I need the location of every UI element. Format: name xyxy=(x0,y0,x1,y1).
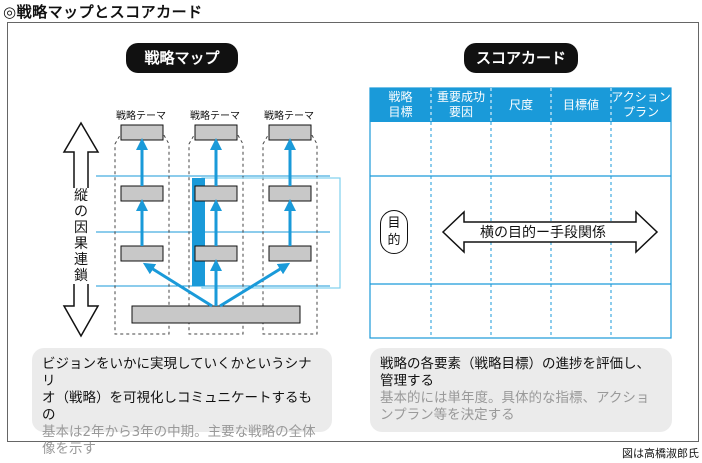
strategy-map-note-line-1: ビジョンをいかに実現していくかというシナリ xyxy=(42,356,312,389)
image-credit: 図は高橋淑郎氏 xyxy=(622,447,699,460)
strategy-theme-label-3: 戦略テーマ xyxy=(264,111,314,122)
scorecard-heading: スコアカード xyxy=(464,43,578,73)
scorecard-note-line-3: 基本的には単年度。具体的な指標、アクショ xyxy=(380,390,650,406)
objective-circle: 目 的 xyxy=(380,210,408,254)
causal-chain-label: 縦の因果連鎖 xyxy=(71,188,91,284)
scorecard-note-line-2: 管理する xyxy=(380,373,434,389)
scorecard-col-strategic-objective: 戦略目標 xyxy=(388,90,413,119)
scorecard-col-target: 目標値 xyxy=(562,97,599,112)
page-title: ◎戦略マップとスコアカード xyxy=(3,3,203,21)
means-ends-double-arrow xyxy=(441,210,659,254)
strategy-theme-label-2: 戦略テーマ xyxy=(190,111,240,122)
strategy-map-note-line-2: オ（戦略）を可視化しコミュニケートするもの xyxy=(42,390,312,423)
strategy-theme-label-1: 戦略テーマ xyxy=(116,111,166,122)
scorecard-note-line-4: ンプラン等を決定する xyxy=(380,407,515,423)
strategy-map-note-line-3: 基本は2年から3年の中期。主要な戦略の全体 xyxy=(42,424,316,440)
scorecard-col-measure: 尺度 xyxy=(508,97,533,112)
strategy-map-note: ビジョンをいかに実現していくかというシナリ オ（戦略）を可視化しコミュニケートす… xyxy=(32,348,332,457)
strategy-map-note-line-4: 像を示す xyxy=(42,441,96,457)
causal-arrows xyxy=(136,138,296,308)
scorecard-grid xyxy=(369,87,672,339)
strategy-map-heading: 戦略マップ xyxy=(126,43,238,73)
scorecard-col-action-plan: アクションプラン xyxy=(611,90,671,119)
means-ends-label: 横の目的ー手段関係 xyxy=(480,225,606,241)
scorecard-note-line-1: 戦略の各要素（戦略目標）の進捗を評価し、 xyxy=(380,356,650,372)
theme-columns xyxy=(114,129,318,335)
scorecard-col-key-success-factor: 重要成功要因 xyxy=(436,90,485,119)
scorecard-note: 戦略の各要素（戦略目標）の進捗を評価し、 管理する 基本的には単年度。具体的な指… xyxy=(370,348,672,432)
